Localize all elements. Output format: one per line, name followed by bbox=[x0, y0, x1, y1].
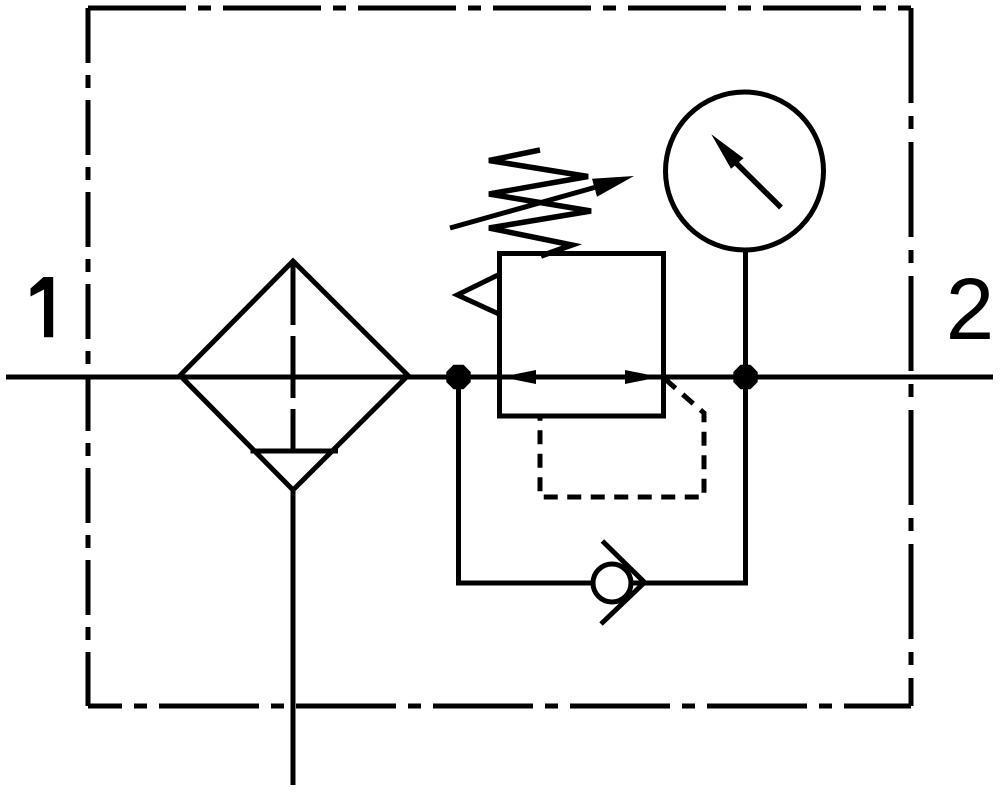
svg-text:2: 2 bbox=[946, 261, 994, 358]
